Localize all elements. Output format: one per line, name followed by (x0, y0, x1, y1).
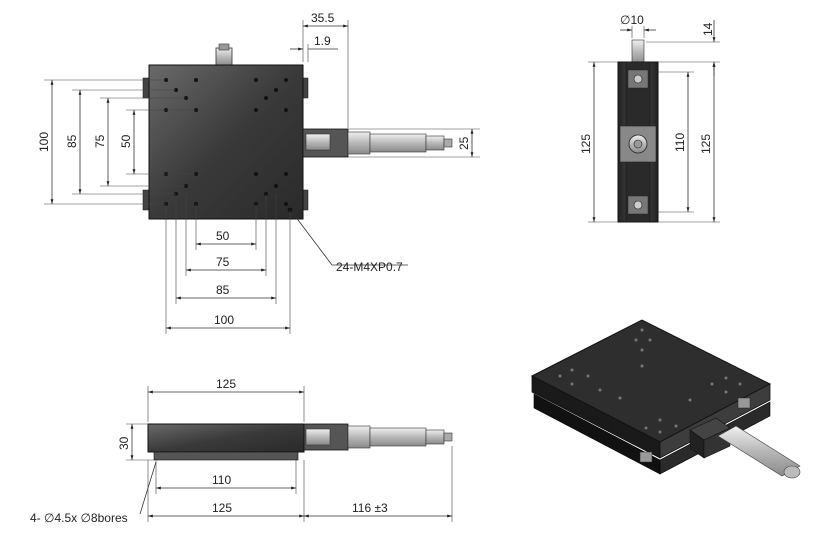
dim-125-front-bottom: 125 (212, 501, 232, 515)
isometric-view (530, 319, 801, 479)
dim-75-horizontal: 75 (216, 255, 230, 269)
dim-116: 116 ±3 (352, 501, 388, 515)
micrometer-top (302, 128, 453, 158)
micrometer-front (303, 423, 453, 451)
dim-50-vertical: 50 (119, 134, 133, 148)
hole-callout: 24-M4XP0.7 (336, 260, 403, 274)
iso-holes (558, 328, 742, 434)
dim-100-vertical: 100 (37, 132, 51, 152)
dim-1-9: 1.9 (314, 34, 331, 48)
dim-85-horizontal: 85 (216, 283, 230, 297)
top-view: 35.5 1.9 100 85 75 50 25 50 75 (37, 11, 480, 334)
dim-30: 30 (117, 436, 131, 450)
dim-110-front: 110 (212, 473, 231, 487)
bore-callout: 4- ∅4.5x ∅8bores (30, 511, 128, 525)
dim-110-side: 110 (673, 133, 687, 152)
dim-100-horizontal: 100 (214, 313, 234, 327)
iso-micrometer (689, 417, 801, 479)
dim-25: 25 (457, 136, 471, 150)
top-knob (215, 47, 233, 67)
dim-125-side-left: 125 (579, 134, 593, 154)
stage-top-plate (148, 64, 304, 220)
dim-50-horizontal: 50 (216, 229, 230, 243)
dim-35-5: 35.5 (311, 11, 335, 25)
side-view: ∅10 14 125 110 125 (579, 13, 720, 223)
dim-14: 14 (701, 22, 715, 36)
dim-125-front-top: 125 (216, 377, 236, 391)
stage-front-body (147, 423, 305, 453)
front-view: 125 30 110 125 116 ±3 4- ∅4.5x ∅8bores (30, 377, 453, 525)
dim-75-vertical: 75 (93, 134, 107, 148)
dim-85-vertical: 85 (65, 134, 79, 148)
dim-phi-10: ∅10 (620, 13, 644, 27)
dim-125-side-right: 125 (699, 134, 713, 154)
